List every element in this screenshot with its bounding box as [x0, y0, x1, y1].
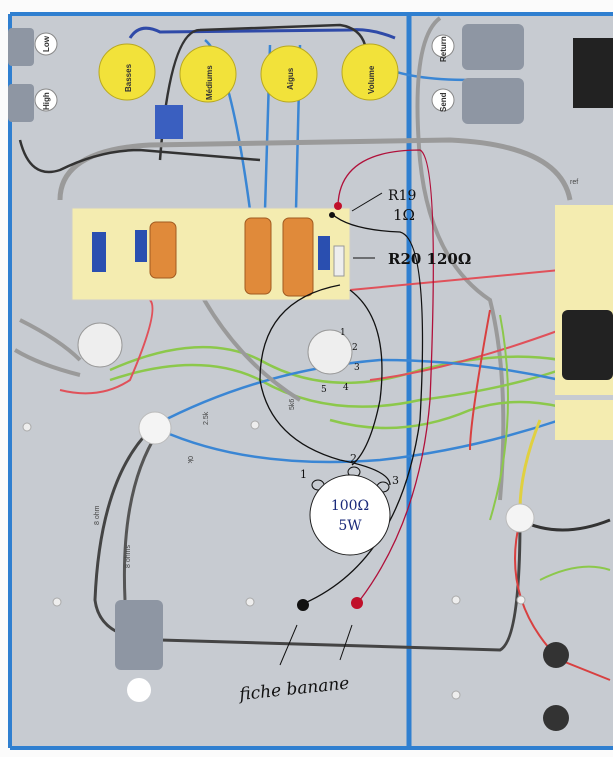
input-jack-low: Low [8, 28, 58, 66]
label-8-ohm: 8 ohm [94, 505, 101, 525]
svg-text:Aigus: Aigus [286, 67, 295, 90]
pot-mediums: Médiums [179, 45, 237, 103]
banana-jack-black [297, 599, 309, 611]
tube-pin-3: 3 [354, 363, 360, 373]
ref-label: ref [570, 179, 578, 186]
label-0k: 0k [186, 456, 193, 464]
tube-pin-2: 2 [352, 343, 358, 353]
pot-aigus: Aigus [260, 45, 318, 103]
r20-label: R20 120Ω [388, 250, 471, 268]
jack-return: Return [431, 24, 524, 70]
filter-caps [562, 310, 613, 380]
r19-value: 1Ω [393, 206, 415, 224]
label-8-ohms: 8 ohms [125, 545, 132, 568]
svg-text:Low: Low [42, 35, 51, 52]
r19-arrow [351, 192, 383, 212]
switch-block [573, 38, 613, 108]
grommet-right [505, 503, 535, 533]
pot-pin-3: 3 [392, 474, 399, 487]
svg-text:Médiums: Médiums [205, 65, 214, 100]
label-2-5k: 2.5k [203, 411, 210, 425]
power-resistor-100ohm: 100Ω 5W 1 2 3 [300, 452, 399, 556]
binding-post-2 [543, 705, 569, 731]
r19-black-dot [329, 212, 335, 218]
tube-pin-5: 5 [321, 385, 327, 395]
output-jack [115, 600, 163, 670]
svg-text:Return: Return [439, 36, 448, 62]
tube-socket-2 [307, 329, 353, 375]
output-grommet [127, 678, 151, 702]
hand-wiring [259, 149, 434, 604]
svg-text:Volume: Volume [367, 65, 376, 94]
binding-post-1 [543, 642, 569, 668]
pot-volume: Volume [341, 43, 399, 101]
tube-socket-1 [77, 322, 123, 368]
grommet [138, 411, 172, 445]
banana-jack-red [351, 597, 363, 609]
tube-pin-4: 4 [343, 383, 349, 393]
tube-pin-1: 1 [340, 328, 346, 338]
tag-board [71, 207, 351, 301]
r19-red-dot [334, 202, 342, 210]
svg-text:Send: Send [439, 92, 448, 112]
pot-pin-1: 1 [300, 468, 307, 481]
svg-text:Basses: Basses [124, 63, 133, 92]
pot-power: 5W [338, 518, 362, 534]
banana-arrow-red [339, 624, 353, 661]
pot-value: 100Ω [331, 498, 369, 514]
banana-arrow-black [279, 624, 298, 666]
label-5k6: 5k6 [289, 399, 296, 410]
r19-label: R19 [388, 188, 416, 204]
svg-text:High: High [42, 92, 51, 110]
mounting-holes [22, 420, 526, 700]
jack-send: Send [431, 78, 524, 124]
right-board-lower [555, 400, 613, 440]
pot-pin-2: 2 [350, 452, 357, 465]
trimmer-block [155, 105, 183, 139]
input-jack-high: High [8, 84, 58, 122]
pot-basses: Basses [98, 43, 156, 101]
